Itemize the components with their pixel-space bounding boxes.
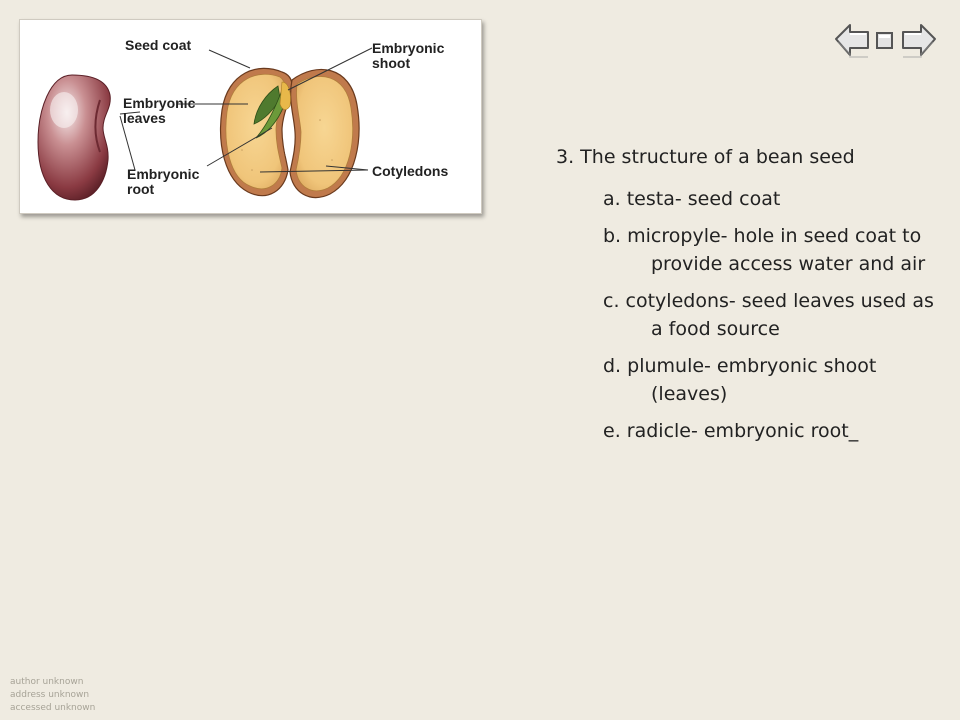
label-cotyledons: Cotyledons: [372, 163, 449, 179]
slide-content: 3. The structure of a bean seed a. testa…: [556, 143, 951, 454]
address-credit: address unknown: [10, 690, 90, 700]
slide-heading: 3. The structure of a bean seed: [556, 146, 855, 168]
opened-seed: [219, 67, 360, 199]
source-credits: author unknown address unknown accessed …: [10, 676, 95, 715]
next-button[interactable]: [901, 22, 937, 64]
bean-seed-diagram: Seed coat Embryonic shoot Embryonic leav…: [19, 19, 482, 214]
label-embryonic-shoot: Embryonic shoot: [372, 40, 445, 71]
label-embryonic-leaves: Embryonic leaves: [123, 95, 196, 126]
list-item: a. testa- seed coat: [603, 188, 781, 210]
label-embryonic-root: Embryonic root: [127, 166, 200, 197]
label-seed-coat: Seed coat: [125, 37, 192, 53]
definition-list: a. testa- seed coat b. micropyle- hole i…: [556, 185, 951, 445]
list-item: c. cotyledons- seed leaves used as a foo…: [603, 290, 934, 340]
list-item: d. plumule- embryonic shoot (leaves): [603, 355, 877, 405]
list-item: e. radicle- embryonic root_: [603, 420, 859, 442]
leader-lines: [119, 47, 373, 173]
home-button[interactable]: [875, 31, 895, 55]
arrow-right-icon: [902, 24, 936, 58]
previous-button[interactable]: [834, 22, 870, 64]
home-square-icon: [876, 32, 893, 49]
bean-seed-illustration: [37, 47, 373, 201]
whole-bean: [37, 74, 111, 201]
accessed-credit: accessed unknown: [10, 703, 96, 713]
list-item: b. micropyle- hole in seed coat to provi…: [603, 225, 926, 275]
author-credit: author unknown: [10, 677, 84, 687]
slide-navigation: [834, 22, 938, 60]
arrow-left-icon: [835, 24, 869, 58]
